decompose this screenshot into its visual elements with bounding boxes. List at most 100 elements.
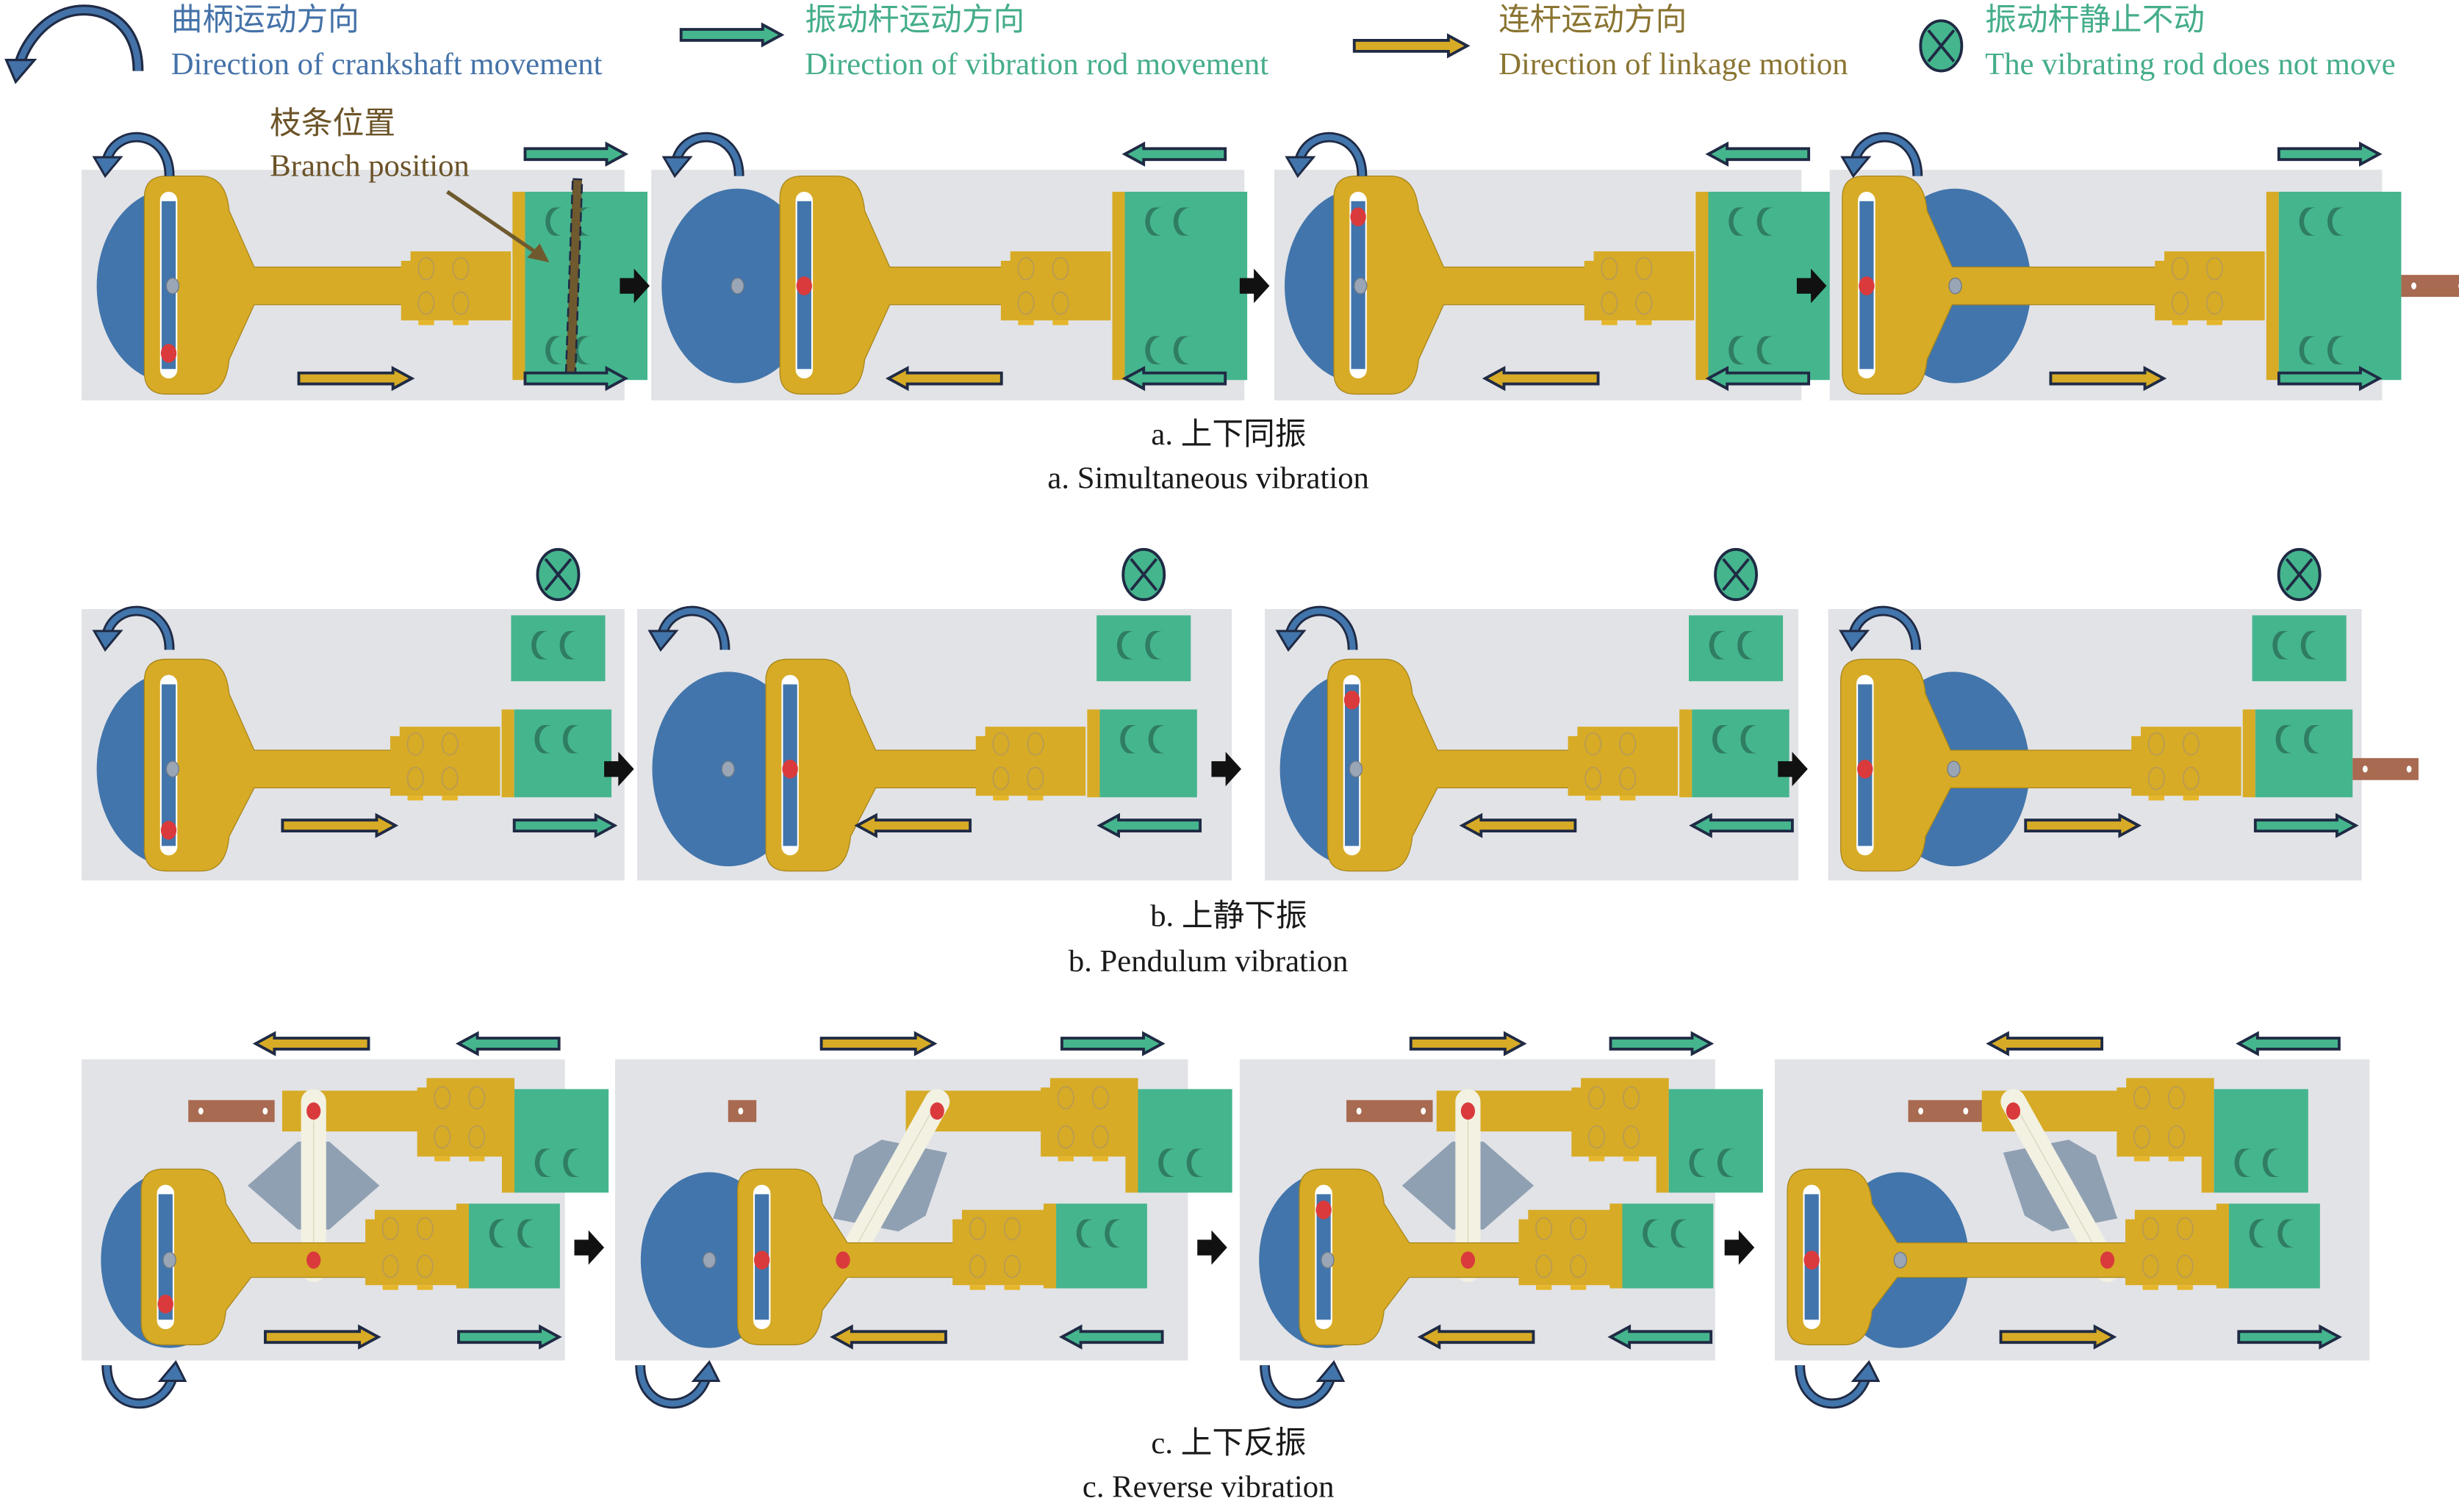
roller-cylinder [1145,336,1163,364]
bolt-nut [1601,320,1618,325]
bolt-hole [441,766,459,791]
disc-center-pivot [165,760,180,778]
linkage-direction-arrow-right-icon [1352,33,1471,59]
vibration-rod-block [1125,1089,1232,1193]
disc-center-pivot [165,277,180,295]
bolt-nut [2148,796,2164,801]
linkage-direction-arrow-right-icon [297,365,415,392]
roller-cylinder [1158,1148,1176,1177]
bolt-nut [993,796,1009,801]
vibration-rod-block [1679,709,1789,798]
linkage-direction-arrow-left-icon [1986,1031,2104,1056]
legend-vibration-rod-en: Direction of vibration rod movement [805,47,1268,82]
roller-cylinder [1120,724,1138,754]
sequence-arrow-icon [574,1230,605,1265]
roller-cylinder [545,336,563,364]
coupler-block [417,1078,515,1162]
crank-arc [104,1365,176,1407]
roller-cylinder [2262,1148,2280,1177]
vibration-rod-direction-arrow-left-icon [1705,365,1811,392]
bolt-hole [1587,1086,1606,1109]
linkage-direction-arrow-right-icon [1409,1031,1527,1056]
caption-b-zh: b. 上静下振 [1150,899,1307,933]
bolt-hole [468,1086,486,1109]
bolt-hole [1017,256,1035,281]
bolt-nut [1620,796,1636,801]
legend-stationary: 振动杆静止不动 The vibrating rod does not move [1919,3,2396,82]
bolt-hole [2205,291,2223,315]
bolt-hole [1091,1086,1109,1109]
bolt-nut [2206,320,2222,325]
crank-rotation-direction-icon [1275,605,1358,652]
crossed-circle-icon [2277,547,2322,602]
crank-arc [1797,1365,1869,1407]
upper-link-pin [930,1102,944,1120]
vibration-rod-direction-arrow-left-icon [2236,1031,2341,1056]
roller-cylinder [2275,724,2294,754]
sequence-arrow-icon [1778,752,1808,787]
extension-bar-hole [738,1107,744,1115]
row-c-reverse [82,1031,2370,1409]
cross-line [1722,558,1750,591]
branch-annotation: 枝条位置 Branch position [270,106,550,263]
clamp-plate [2216,1203,2229,1289]
disc-center-pivot [1349,760,1363,778]
bolt-nut [418,320,434,325]
roller-cylinder [2299,336,2317,364]
bolt-hole [452,256,470,281]
crank-arrowhead [1275,630,1307,652]
bolt-hole [1052,256,1069,281]
bolt-hole [2176,1217,2194,1241]
disc-center-pivot [721,760,735,778]
vibration-rod-head [1692,709,1789,798]
extension-bar [2352,757,2419,780]
row-b-pendulum [82,547,2419,881]
bolt-nut [2168,1156,2185,1162]
vibration-rod-block [2252,615,2347,682]
extension-bar-hole [2411,282,2416,289]
crank-arrowhead [157,1360,187,1383]
vibration-rod-head [1099,709,1197,798]
vibration-rod-block [2266,191,2402,381]
coupler-block [952,1209,1050,1290]
bolt-hole [992,732,1010,756]
rocker-link-edge [2012,1101,2108,1270]
vibration-rod-head [514,1089,609,1193]
roller-cylinder [1756,336,1775,364]
legend-crankshaft: 曲柄运动方向 Direction of crankshaft movement [4,3,603,84]
caption-b-en: b. Pendulum vibration [1069,944,1349,979]
crank-pin [160,821,177,840]
coupler-body [1584,251,1695,321]
vibration-rod-direction-arrow-right-icon [457,1324,562,1350]
roller-cylinder [1148,724,1166,754]
crank-pin [754,1250,770,1270]
roller-cylinder [2327,207,2345,236]
bolt-nut [2142,1285,2158,1290]
clamp-plate [2201,1089,2214,1193]
extension-bar-hole [2406,766,2412,773]
crank-arc [104,134,173,176]
bolt-hole [1587,1125,1606,1149]
rocker-link [830,1089,950,1283]
legend: 曲柄运动方向 Direction of crankshaft movement … [4,3,2396,84]
crank-arc [1287,608,1356,650]
roller-cylinder [1717,1148,1735,1177]
bolt-hole [1584,732,1602,756]
bolt-hole [2171,291,2189,315]
linkage-direction-arrow-right-icon [1999,1324,2117,1350]
coupler-block [365,1209,463,1290]
bolt-nut [1027,796,1044,801]
coupler-body [2125,1209,2223,1286]
crank-pin [157,1295,173,1314]
bolt-nut [969,1285,986,1290]
extension-bar-hole [198,1107,204,1115]
roller-cylinder [534,1148,553,1177]
bolt-nut [1092,1156,1108,1162]
disc-center-pivot [1947,760,1961,778]
crank-assembly [1840,658,2139,872]
bolt-hole [1622,1086,1640,1109]
roller-cylinder [1145,630,1163,660]
vibration-rod-block [501,709,612,798]
crank-assembly [101,1168,373,1348]
